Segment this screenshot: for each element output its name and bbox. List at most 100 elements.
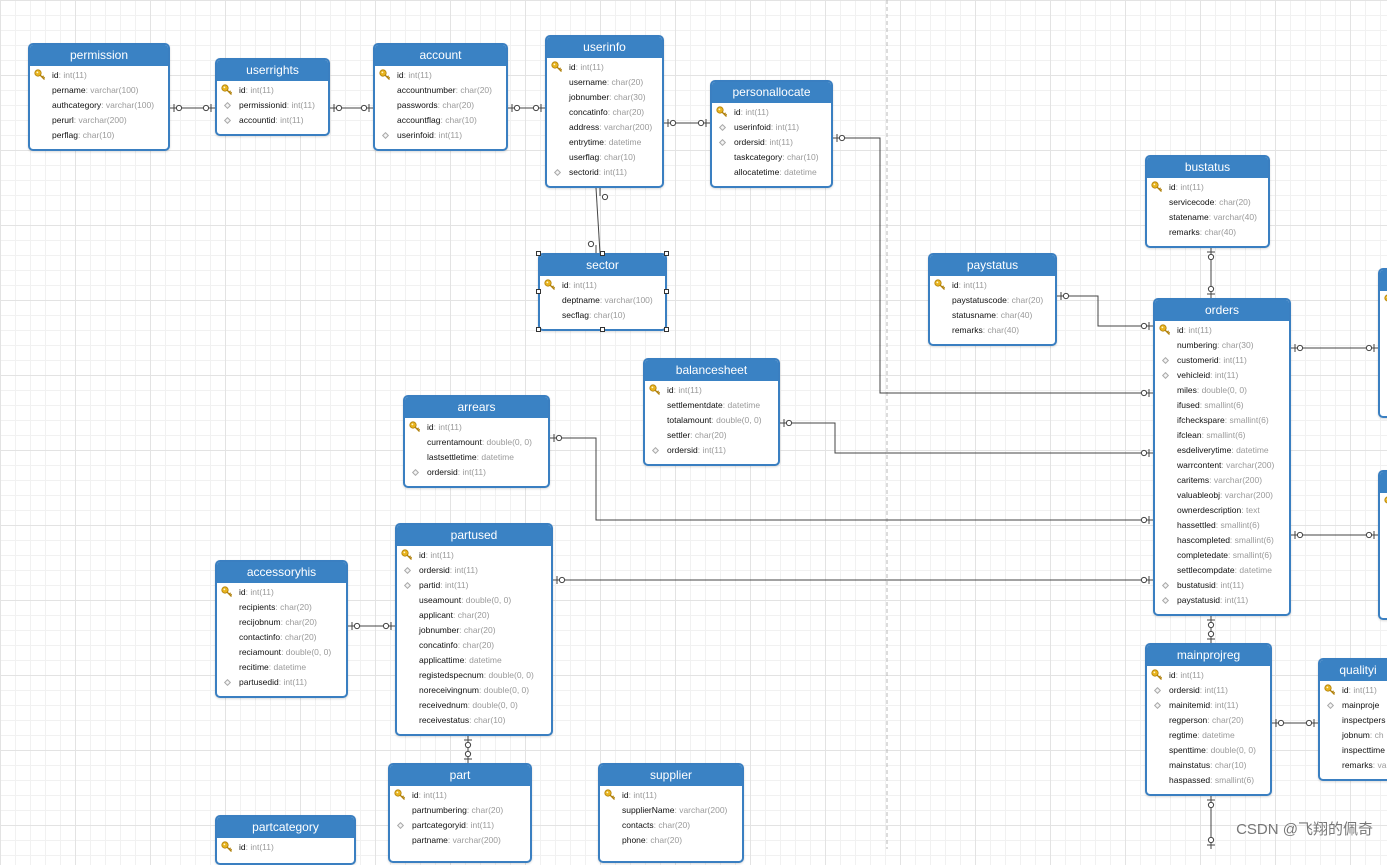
field-row[interactable]: ifclean: smallint(6)	[1155, 428, 1289, 443]
field-row[interactable]: id: int(11)	[217, 840, 354, 855]
field-row[interactable]: id: int(11)	[397, 548, 551, 563]
entity-title[interactable]: paystatus	[930, 255, 1055, 276]
field-row[interactable]: perurl: varchar(200)	[30, 113, 168, 128]
field-row[interactable]: hascompleted: smallint(6)	[1155, 533, 1289, 548]
field-row[interactable]: id: int(11)	[1320, 683, 1387, 698]
field-row[interactable]: numbering: char(30)	[1155, 338, 1289, 353]
field-row[interactable]: deptname: varchar(100)	[540, 293, 665, 308]
field-row[interactable]: ordersid: int(11)	[1147, 683, 1270, 698]
field-row[interactable]: jobnum: ch	[1320, 728, 1387, 743]
selection-handle[interactable]	[664, 327, 669, 332]
field-row[interactable]: id: int(11)	[217, 585, 346, 600]
field-row[interactable]	[1380, 495, 1387, 510]
field-row[interactable]: mainitemid: int(11)	[1147, 698, 1270, 713]
entity-title[interactable]: accessoryhis	[217, 562, 346, 583]
field-row[interactable]: taskcategory: char(10)	[712, 150, 831, 165]
field-row[interactable]: settler: char(20)	[645, 428, 778, 443]
selection-handle[interactable]	[600, 251, 605, 256]
entity-partused[interactable]: partused id: int(11)ordersid: int(11)part…	[395, 523, 553, 736]
field-row[interactable]: id: int(11)	[405, 420, 548, 435]
field-row[interactable]: ordersid: int(11)	[397, 563, 551, 578]
field-row[interactable]: authcategory: varchar(100)	[30, 98, 168, 113]
field-row[interactable]: ifused: smallint(6)	[1155, 398, 1289, 413]
field-row[interactable]: mainproje	[1320, 698, 1387, 713]
field-row[interactable]: warrcontent: varchar(200)	[1155, 458, 1289, 473]
entity-userinfo[interactable]: userinfo id: int(11)username: char(20)job…	[545, 35, 664, 188]
field-row[interactable]: address: varchar(200)	[547, 120, 662, 135]
field-row[interactable]: entrytime: datetime	[547, 135, 662, 150]
field-row[interactable]: paystatuscode: char(20)	[930, 293, 1055, 308]
entity-partcategory[interactable]: partcategory id: int(11)	[215, 815, 356, 865]
field-row[interactable]: accountflag: char(10)	[375, 113, 506, 128]
entity-title[interactable]: bustatus	[1147, 157, 1268, 178]
field-row[interactable]: ordersid: int(11)	[405, 465, 548, 480]
relationship-line[interactable]	[596, 188, 600, 253]
entity-title[interactable]	[1380, 472, 1387, 493]
entity-bustatus[interactable]: bustatus id: int(11)servicecode: char(20)…	[1145, 155, 1270, 248]
field-row[interactable]: receivestatus: char(10)	[397, 713, 551, 728]
field-row[interactable]: ifcheckspare: smallint(6)	[1155, 413, 1289, 428]
field-row[interactable]: jobnumber: char(30)	[547, 90, 662, 105]
field-row[interactable]: statusname: char(40)	[930, 308, 1055, 323]
field-row[interactable]: hassettled: smallint(6)	[1155, 518, 1289, 533]
field-row[interactable]: totalamount: double(0, 0)	[645, 413, 778, 428]
field-row[interactable]: noreceivingnum: double(0, 0)	[397, 683, 551, 698]
field-row[interactable]: id: int(11)	[547, 60, 662, 75]
field-row[interactable]: completedate: smallint(6)	[1155, 548, 1289, 563]
field-row[interactable]: userinfoid: int(11)	[712, 120, 831, 135]
entity-title[interactable]: mainprojreg	[1147, 645, 1270, 666]
entity-title[interactable]: balancesheet	[645, 360, 778, 381]
field-row[interactable]: id: int(11)	[1155, 323, 1289, 338]
relationship-line[interactable]	[780, 423, 1153, 453]
field-row[interactable]: userflag: char(10)	[547, 150, 662, 165]
field-row[interactable]: remarks: char(40)	[930, 323, 1055, 338]
field-row[interactable]: username: char(20)	[547, 75, 662, 90]
selection-handle[interactable]	[664, 289, 669, 294]
entity-title[interactable]: partused	[397, 525, 551, 546]
field-row[interactable]: reciamount: double(0, 0)	[217, 645, 346, 660]
field-row[interactable]: settlementdate: datetime	[645, 398, 778, 413]
field-row[interactable]: secflag: char(10)	[540, 308, 665, 323]
relationship-line[interactable]	[550, 438, 1153, 520]
field-row[interactable]: contactinfo: char(20)	[217, 630, 346, 645]
field-row[interactable]: id: int(11)	[1147, 668, 1270, 683]
entity-title[interactable]: partcategory	[217, 817, 354, 838]
field-row[interactable]: id: int(11)	[375, 68, 506, 83]
field-row[interactable]: jobnumber: char(20)	[397, 623, 551, 638]
field-row[interactable]: applicattime: datetime	[397, 653, 551, 668]
field-row[interactable]: paystatusid: int(11)	[1155, 593, 1289, 608]
field-row[interactable]: id: int(11)	[540, 278, 665, 293]
entity-title[interactable]: personallocate	[712, 82, 831, 103]
entity-title[interactable]: userinfo	[547, 37, 662, 58]
field-row[interactable]: esdeliverytime: datetime	[1155, 443, 1289, 458]
field-row[interactable]: accountnumber: char(20)	[375, 83, 506, 98]
field-row[interactable]: lastsettletime: datetime	[405, 450, 548, 465]
selection-handle[interactable]	[600, 327, 605, 332]
field-row[interactable]: id: int(11)	[390, 788, 530, 803]
relationship-line[interactable]	[1057, 296, 1153, 326]
field-row[interactable]: perflag: char(10)	[30, 128, 168, 143]
field-row[interactable]: permissionid: int(11)	[217, 98, 328, 113]
field-row[interactable]: statename: varchar(40)	[1147, 210, 1268, 225]
field-row[interactable]: partusedid: int(11)	[217, 675, 346, 690]
field-row[interactable]: partid: int(11)	[397, 578, 551, 593]
field-row[interactable]: receivednum: double(0, 0)	[397, 698, 551, 713]
field-row[interactable]: vehicleid: int(11)	[1155, 368, 1289, 383]
field-row[interactable]: settlecompdate: datetime	[1155, 563, 1289, 578]
entity-title[interactable]	[1380, 270, 1387, 291]
field-row[interactable]: valuableobj: varchar(200)	[1155, 488, 1289, 503]
field-row[interactable]: partname: varchar(200)	[390, 833, 530, 848]
field-row[interactable]: id: int(11)	[1147, 180, 1268, 195]
field-row[interactable]: partcategoryid: int(11)	[390, 818, 530, 833]
field-row[interactable]: concatinfo: char(20)	[547, 105, 662, 120]
field-row[interactable]: remarks: char(40)	[1147, 225, 1268, 240]
field-row[interactable]: servicecode: char(20)	[1147, 195, 1268, 210]
entity-title[interactable]: userrights	[217, 60, 328, 81]
